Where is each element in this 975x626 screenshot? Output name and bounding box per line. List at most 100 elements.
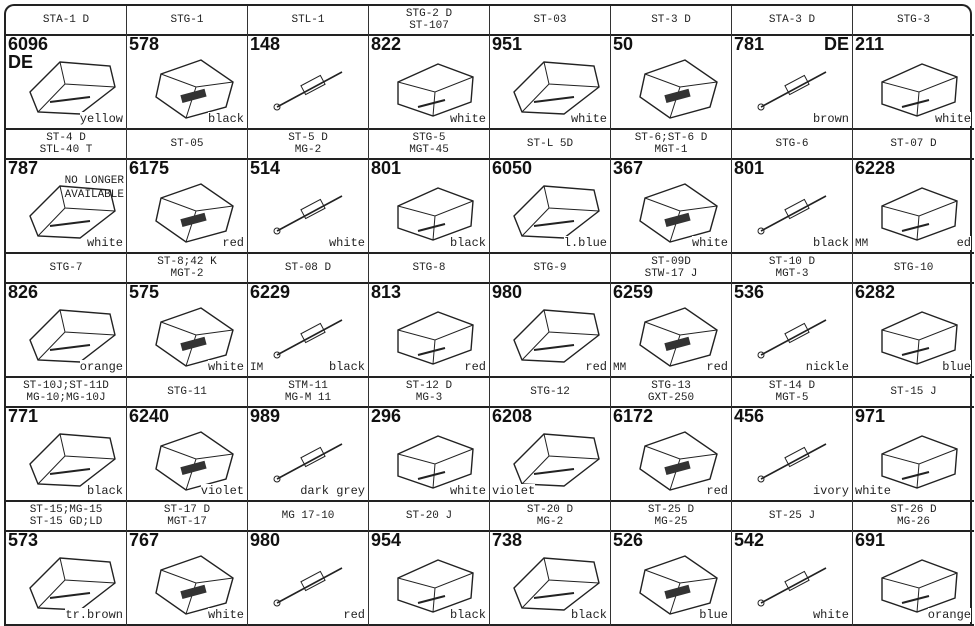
model-label: MGT-45	[409, 144, 449, 156]
stylus-cartridge-drawing	[513, 185, 600, 239]
model-label: ST-4 D	[46, 132, 86, 144]
color-label: white	[86, 236, 123, 250]
model-header: STA-1 D	[6, 6, 126, 36]
stylus-cartridge-drawing	[881, 311, 958, 365]
stylus-item: 822 white	[369, 36, 489, 130]
model-label: MG-3	[415, 392, 443, 404]
model-header: ST-L 5D	[490, 130, 610, 160]
color-label: dark grey	[300, 484, 365, 498]
model-header: ST-15 J	[853, 378, 974, 408]
part-number: 738	[492, 532, 523, 550]
model-label: STG-11	[167, 386, 207, 398]
model-label: MGT-2	[170, 268, 204, 280]
part-number: 148	[250, 36, 281, 54]
stylus-cartridge-drawing	[29, 309, 116, 363]
stylus-cartridge-drawing	[639, 555, 718, 615]
color-label: yellow	[79, 112, 123, 126]
color-label: white	[207, 360, 244, 374]
part-number: 980	[492, 284, 523, 302]
part-number: 514	[250, 160, 281, 178]
model-label: ST-15 GD;LD	[29, 516, 103, 528]
part-number: 573	[8, 532, 39, 550]
color-label: blue	[942, 360, 971, 374]
part-number: 980	[250, 532, 281, 550]
model-header: STG-10	[853, 254, 974, 284]
color-label: white	[449, 112, 486, 126]
model-header: STG-7	[6, 254, 126, 284]
stylus-cartridge-drawing	[155, 431, 234, 491]
model-header: ST-3 D	[611, 6, 731, 36]
model-label: STG-13	[651, 380, 691, 392]
model-label: STA-1 D	[42, 14, 90, 26]
color-label: black	[570, 608, 607, 622]
model-header: STG-9	[490, 254, 610, 284]
color-label: red	[706, 484, 728, 498]
part-number: 578	[129, 36, 160, 54]
model-header: STG-1	[127, 6, 247, 36]
model-label: ST-09D	[651, 256, 691, 268]
part-number: 781	[734, 36, 765, 54]
stylus-cartridge-drawing	[155, 555, 234, 615]
part-number: 6175	[129, 160, 170, 178]
model-label: ST-L 5D	[526, 138, 574, 150]
model-label: MG-10;MG-10J	[26, 392, 106, 404]
model-label: STG-8	[412, 262, 446, 274]
color-label: violet	[200, 484, 244, 498]
part-number: 6096	[8, 36, 49, 54]
model-label: MGT-17	[167, 516, 207, 528]
model-label: STM-11	[288, 380, 328, 392]
model-header: ST-08 D	[248, 254, 368, 284]
model-header: STG-8	[369, 254, 489, 284]
stylus-cartridge-drawing	[29, 185, 116, 239]
model-label: ST-25 D	[647, 504, 695, 516]
model-label: STG-1	[170, 14, 204, 26]
model-label: ST-15 J	[890, 386, 937, 398]
model-label: STW-17 J	[644, 268, 698, 280]
part-number: 822	[371, 36, 402, 54]
model-header: STG-11	[127, 378, 247, 408]
model-label: STG-7	[49, 262, 83, 274]
model-label: MG-2	[294, 144, 322, 156]
model-label: STL-1	[291, 14, 325, 26]
model-label: MG-25	[654, 516, 688, 528]
type-prefix: MM	[613, 362, 627, 374]
model-label: MG-26	[896, 516, 930, 528]
model-header: ST-20 J	[369, 502, 489, 532]
part-number: 801	[371, 160, 402, 178]
model-header: MG 17-10	[248, 502, 368, 532]
part-number: 296	[371, 408, 402, 426]
model-label: MGT-1	[654, 144, 688, 156]
model-label: ST-20 J	[405, 510, 453, 522]
